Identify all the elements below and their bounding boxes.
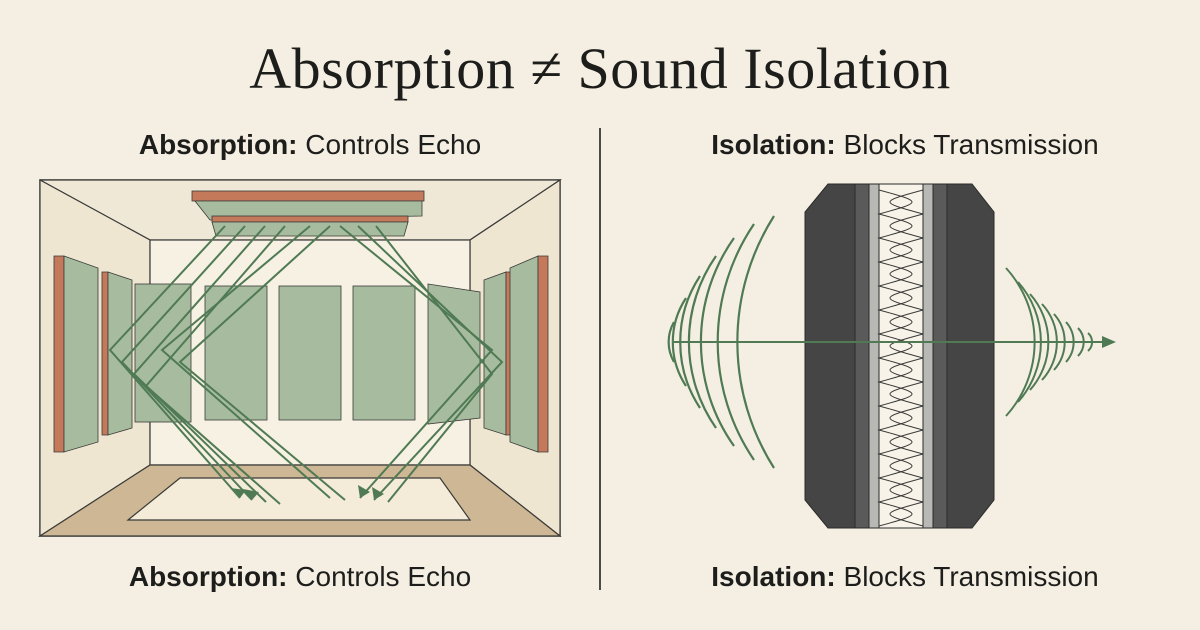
ray-mid-2	[178, 225, 346, 501]
wall-outer-layer-left	[804, 183, 856, 529]
page-title: Absorption ≠ Sound Isolation	[249, 36, 951, 101]
ray-mid-1	[160, 225, 331, 499]
center-divider	[599, 128, 601, 590]
isolation-heading-top: Isolation: Blocks Transmission	[640, 128, 1170, 162]
arrowhead-right-2	[372, 487, 384, 500]
absorption-room-illustration	[37, 178, 562, 538]
isolation-description: Blocks Transmission	[835, 129, 1099, 160]
ray-left-1	[108, 225, 241, 499]
ray-right-2	[357, 225, 504, 501]
absorption-description: Controls Echo	[297, 129, 482, 160]
right-panel-1	[509, 255, 539, 453]
ray-arrowheads	[230, 485, 384, 500]
isolation-description: Blocks Transmission	[835, 561, 1099, 592]
wall-membrane-left	[868, 183, 880, 529]
transmission-arrowhead	[1102, 336, 1116, 348]
ray-left-3	[132, 225, 267, 503]
absorption-heading-top: Absorption: Controls Echo	[60, 128, 560, 162]
absorption-label: Absorption:	[138, 129, 298, 160]
insulation-pattern-a	[877, 189, 913, 527]
ray-right-3	[375, 225, 494, 503]
arrowhead-right	[358, 485, 370, 498]
right-panel-2	[483, 271, 507, 436]
sound-rays	[108, 225, 504, 505]
isolation-label: Isolation:	[711, 561, 836, 592]
isolation-label: Isolation:	[711, 129, 836, 160]
wall-outer-layer-right	[946, 183, 995, 529]
ceiling-panel-top	[194, 200, 423, 221]
left-panel-2	[107, 271, 133, 436]
isolation-heading-bottom: Isolation: Blocks Transmission	[640, 560, 1170, 594]
ceiling-panel-edge-lower	[211, 215, 409, 223]
incoming-wave-2	[671, 297, 687, 387]
ray-left-2	[120, 225, 253, 501]
wall-drywall-left	[854, 183, 870, 529]
isolation-wall-illustration	[667, 183, 1116, 529]
wall-membrane-right	[922, 183, 934, 529]
absorption-description: Controls Echo	[287, 561, 472, 592]
back-panel-3	[278, 285, 342, 421]
floor-rug	[126, 477, 472, 521]
arrowhead-left	[230, 488, 246, 498]
left-panel-1	[63, 255, 99, 453]
ray-left-4	[144, 225, 286, 505]
absorption-label: Absorption:	[128, 561, 288, 592]
ceiling-panel-bottom	[211, 221, 409, 237]
left-panel-edge-2	[101, 271, 109, 436]
ray-right-1	[339, 225, 494, 499]
arrowhead-left-2	[243, 489, 259, 500]
back-panel-4	[352, 285, 416, 421]
right-panel-edge-1	[537, 255, 549, 453]
incoming-wave-1	[667, 321, 675, 363]
back-panel-5	[427, 283, 481, 425]
left-panel-edge-1	[53, 255, 65, 453]
absorption-heading-bottom: Absorption: Controls Echo	[50, 560, 550, 594]
ceiling-panel-edge	[191, 190, 425, 202]
back-panel-1	[134, 283, 192, 423]
wall-drywall-right	[932, 183, 948, 529]
